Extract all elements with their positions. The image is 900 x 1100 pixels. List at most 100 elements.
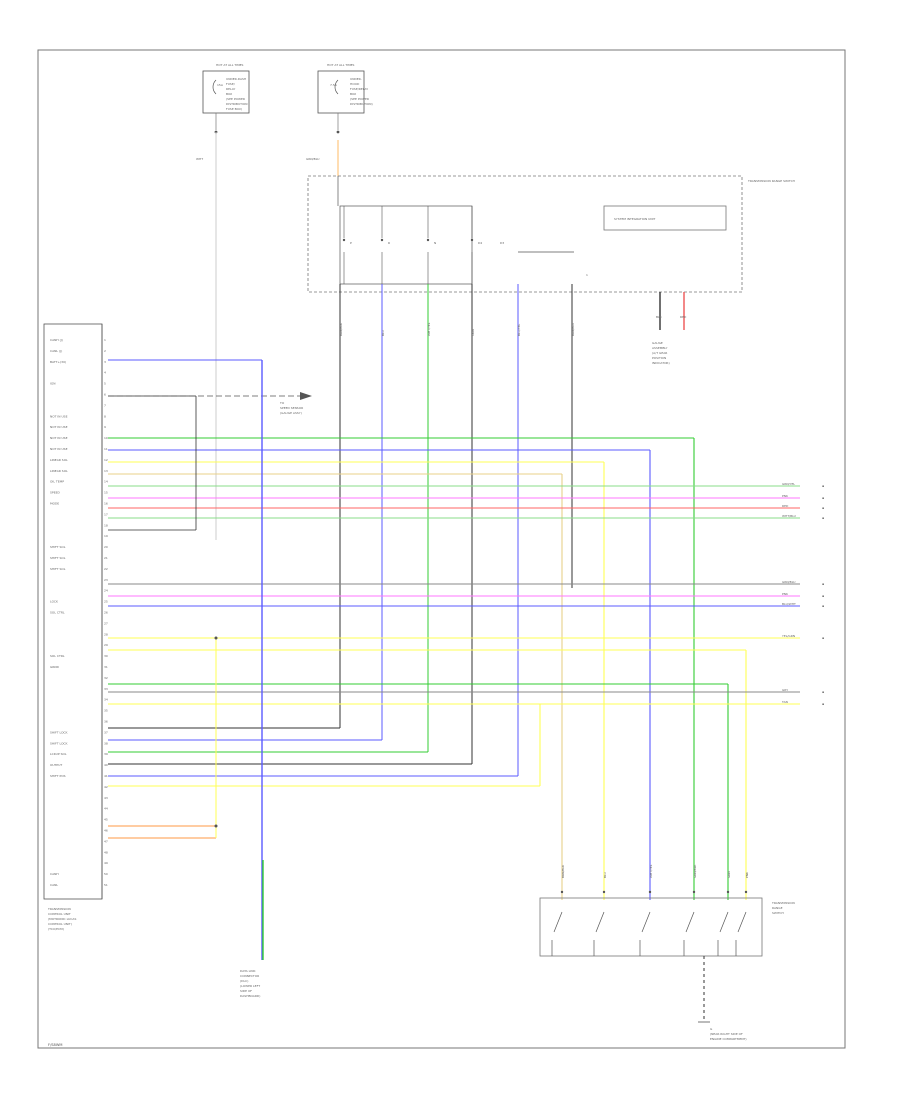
bottom-switch-blade — [641, 911, 651, 933]
ecm-pin-number: 44 — [104, 807, 108, 811]
ecm-pin-label: LINEAR SOL — [50, 458, 68, 462]
ecm-pin-number: 28 — [104, 632, 108, 636]
switch-contact-node — [426, 238, 430, 242]
speed-note-line: TO — [279, 401, 285, 405]
switch-contact-label: N — [434, 241, 436, 245]
ecm-pin-number: 26 — [104, 611, 108, 615]
fuse-left-text-line: FUSE/ — [226, 82, 236, 86]
ecm-pin-label: BATT+(30) — [50, 360, 66, 364]
ecm-pin-label: SHIFT SOL — [50, 567, 66, 571]
switch-contact-label: P — [350, 241, 352, 245]
right-wire-label: GRN/BLU — [782, 580, 795, 584]
ground-note-line: G — [710, 1027, 713, 1031]
fuse-left-fuse: 15A — [217, 83, 224, 87]
fuse-left-box — [202, 70, 250, 114]
ecm-pin-label: SOL CTRL — [50, 654, 65, 658]
speed-note-line: (GAUGE ASSY) — [280, 411, 302, 415]
right-wire-label: GRN/YEL — [782, 482, 795, 486]
ecm-pin-number: 1 — [104, 338, 106, 342]
ecm-pin-number: 5 — [104, 382, 106, 386]
right-wire-terminal: ▪ — [822, 604, 824, 608]
fuse-right-box — [317, 70, 365, 114]
ecm-pin-label: IGN — [50, 382, 55, 386]
bottom-switch-blade — [595, 911, 605, 933]
bottom-block-label-line: TRANSMISSION — [771, 901, 795, 905]
ecm-pin-number: 27 — [104, 621, 108, 625]
diagram-frame — [37, 49, 846, 1049]
right-wire-terminal: ▪ — [822, 690, 824, 694]
gauge-note-line: ASSEMBLY — [652, 346, 668, 350]
right-wire-label: YEL/GRN — [782, 634, 795, 638]
ecm-pin-number: 8 — [104, 414, 106, 418]
horizontal-wires — [108, 359, 800, 900]
ecm-title-line: CONTROL UNIT — [48, 912, 71, 916]
ecm-pin-number: 48 — [104, 850, 108, 854]
switch-contact-node — [380, 238, 384, 242]
ecm-pin-label: NOT IN USE — [50, 414, 68, 418]
dlc-note-line: (LOWER LEFT — [240, 984, 260, 988]
switch-contact-label: D4 — [478, 241, 482, 245]
ecm-pin-number: 45 — [104, 818, 108, 822]
ecm-pin-number: 14 — [104, 480, 108, 484]
ecm-pin-label: CANL — [50, 883, 58, 887]
right-wire-label: BLU/WHT — [782, 602, 796, 606]
right-wire-label: TAN — [781, 700, 788, 704]
system-integration-box — [603, 205, 727, 231]
right-wire-terminal: ▪ — [822, 594, 824, 598]
fuse-right-text-line: BOX — [350, 92, 356, 96]
ecm-pin-number: 31 — [104, 665, 108, 669]
right-wire-terminal: ▪ — [822, 496, 824, 500]
vertical-wire-label: BLU — [381, 330, 385, 336]
ecm-pin-number: 16 — [104, 502, 108, 506]
ecm-title-line: CONTROL UNIT) — [48, 922, 72, 926]
ecm-pin-number: 2 — [104, 349, 106, 353]
ecm-pin-number: 41 — [104, 774, 108, 778]
ecm-pin-number: 40 — [104, 763, 108, 767]
ecm-pin-label: SOL CTRL — [50, 611, 65, 615]
fuse-right-text-line: HOOD — [350, 82, 360, 86]
dlc-note-line: DATA LINK — [240, 969, 256, 973]
ecm-pin-number: 9 — [104, 425, 106, 429]
ecm-pin-label: MODE — [50, 502, 59, 506]
gauge-note-line: POSITION — [652, 356, 666, 360]
ecm-pin-number: 35 — [104, 709, 108, 713]
gauge-note-line: GAUGE — [652, 341, 663, 345]
fuse-left-text-line: (SEE POWER — [226, 97, 245, 101]
ecm-pin-label: LCKUP SOL — [50, 752, 67, 756]
fuse-right-node — [336, 130, 340, 134]
tr-switch-title: TRANSMISSION RANGE SWITCH — [747, 179, 795, 183]
ecm-pin-number: 7 — [104, 403, 106, 407]
ecm-pin-number: 21 — [104, 556, 108, 560]
bottom-switch-terminal — [648, 890, 652, 894]
bottom-switch-blade — [553, 911, 563, 933]
fuse-right-text-line: UNDER- — [350, 77, 362, 81]
ecm-pin-label: SHIFT LOCK — [50, 741, 69, 745]
ecm-pin-number: 46 — [104, 829, 108, 833]
right-wire-terminal: ▪ — [822, 506, 824, 510]
fuse-left-title: HOT AT ALL TIMES — [216, 63, 244, 67]
ground-note-line: ENGINE COMPARTMENT) — [710, 1037, 747, 1041]
ecm-pin-number: 33 — [104, 687, 108, 691]
right-wire-label: RED — [782, 504, 789, 508]
ecm-pin-number: 15 — [104, 491, 108, 495]
right-wire-terminal: ▪ — [822, 484, 824, 488]
tr-switch-outline — [307, 175, 743, 293]
ecm-pin-number: 43 — [104, 796, 108, 800]
switch-contacts-box — [339, 205, 473, 285]
right-wire-terminal: ▪ — [822, 516, 824, 520]
switch-contact-node — [342, 238, 346, 242]
ecm-pin-number: 3 — [104, 360, 106, 364]
switch-contact-node — [470, 238, 474, 242]
ecm-pin-number: 49 — [104, 861, 108, 865]
vertical-wire-label: ORN — [471, 329, 475, 336]
system-integration-label: SYSTEM INTEGRATION UNIT — [614, 217, 655, 221]
ecm-pin-number: 6 — [104, 393, 106, 397]
ecm-pin-number: 20 — [104, 545, 108, 549]
ecm-title-line: (TCU/ECM) — [48, 927, 64, 931]
fuse-left-text-line: DISTRIBUTION — [226, 102, 247, 106]
ecm-pin-number: 50 — [104, 872, 108, 876]
